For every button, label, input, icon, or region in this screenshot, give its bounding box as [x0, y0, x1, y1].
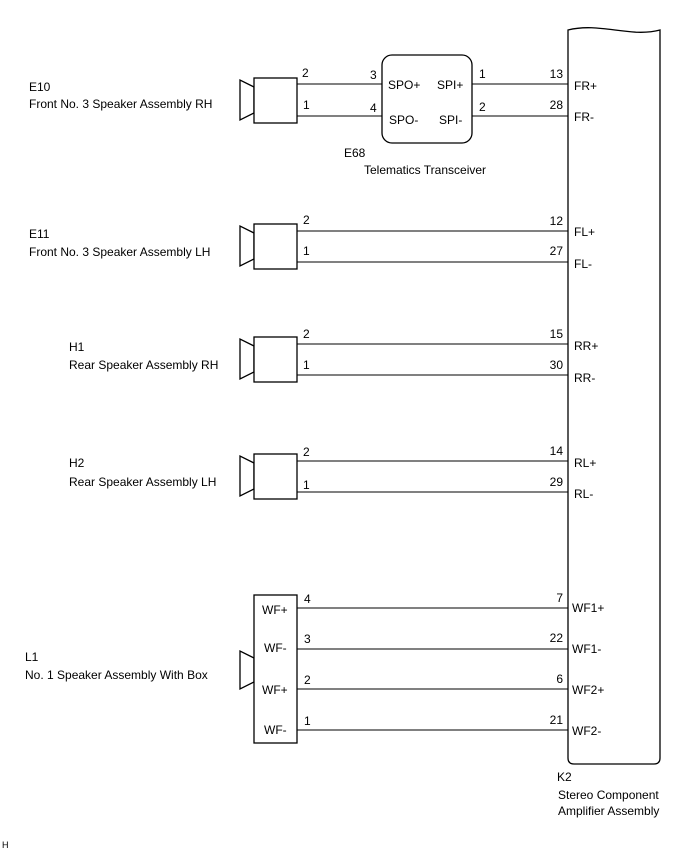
transceiver-in-signal: SPO+ [388, 78, 420, 92]
transceiver-out-pin: 1 [479, 67, 486, 81]
speaker-body [253, 336, 298, 383]
speaker-code: H1 [69, 340, 85, 354]
subwoofer-signal: WF- [264, 723, 287, 737]
amplifier-pins: 13 FR+ 28 FR- 12 FL+ 27 FL- 15 RR+ 30 RR… [550, 67, 605, 738]
speaker-cone-icon [239, 337, 255, 381]
amplifier-box [567, 27, 661, 765]
transceiver-in-signal: SPO- [389, 113, 418, 127]
subwoofer-pin: 2 [304, 673, 311, 687]
speaker-e11: E11 Front No. 3 Speaker Assembly LH 2 1 [29, 213, 310, 270]
speaker-code: E10 [29, 80, 51, 94]
amp-pin-signal: RR+ [574, 339, 598, 353]
footer-mark: H [2, 840, 9, 850]
amp-pin-number: 12 [550, 214, 564, 228]
speaker-body [253, 223, 298, 270]
amp-pin-number: 27 [550, 244, 564, 258]
amp-pin-signal: RR- [574, 371, 595, 385]
speaker-name: Front No. 3 Speaker Assembly LH [29, 245, 210, 259]
amp-pin-signal: WF1- [572, 642, 601, 656]
amp-pin-number: 30 [550, 358, 564, 372]
amp-pin-signal: WF1+ [572, 601, 604, 615]
subwoofer-l1: L1 No. 1 Speaker Assembly With Box WF+ 4… [25, 592, 311, 744]
speaker-cone-icon [239, 454, 255, 498]
amp-pin-signal: FL- [574, 257, 592, 271]
speaker-cone-icon [239, 649, 255, 691]
amplifier-name-line1: Stereo Component [558, 788, 659, 802]
telematics-transceiver: 3 SPO+ 4 SPO- SPI+ 1 SPI- 2 E68 Telemati… [344, 54, 486, 177]
amplifier-name-line2: Amplifier Assembly [558, 804, 659, 818]
speaker-cone-icon [239, 78, 255, 122]
transceiver-name: Telematics Transceiver [364, 163, 486, 177]
speaker-pin: 2 [303, 213, 310, 227]
subwoofer-signal: WF+ [262, 603, 288, 617]
transceiver-in-pin: 4 [370, 101, 377, 115]
amp-pin-number: 21 [550, 713, 564, 727]
speaker-name: Rear Speaker Assembly LH [69, 475, 216, 489]
speaker-name: Rear Speaker Assembly RH [69, 358, 218, 372]
transceiver-code: E68 [344, 146, 366, 160]
speaker-pin: 2 [303, 445, 310, 459]
transceiver-out-pin: 2 [479, 100, 486, 114]
subwoofer-pin: 3 [304, 632, 311, 646]
subwoofer-code: L1 [25, 650, 39, 664]
speaker-e10: E10 Front No. 3 Speaker Assembly RH 2 1 [29, 66, 310, 124]
speaker-pin: 1 [303, 478, 310, 492]
amp-pin-signal: FR+ [574, 79, 597, 93]
amp-pin-number: 7 [556, 591, 563, 605]
transceiver-out-signal: SPI+ [437, 78, 463, 92]
speaker-h2: H2 Rear Speaker Assembly LH 2 1 [69, 445, 310, 500]
amplifier-label: K2 Stereo Component Amplifier Assembly [557, 770, 659, 818]
amp-pin-signal: FL+ [574, 225, 595, 239]
transceiver-out-signal: SPI- [439, 113, 462, 127]
speaker-pin: 1 [303, 98, 310, 112]
amp-pin-number: 14 [550, 444, 564, 458]
subwoofer-signal: WF+ [262, 683, 288, 697]
amp-pin-signal: WF2- [572, 724, 601, 738]
speaker-pin: 2 [302, 66, 309, 80]
subwoofer-name: No. 1 Speaker Assembly With Box [25, 668, 208, 682]
speaker-body [253, 453, 298, 500]
transceiver-in-pin: 3 [370, 68, 377, 82]
subwoofer-pin: 1 [304, 714, 311, 728]
amp-pin-number: 22 [550, 631, 564, 645]
speaker-body [253, 77, 298, 124]
amp-pin-signal: WF2+ [572, 683, 604, 697]
amp-pin-signal: FR- [574, 110, 594, 124]
amp-pin-number: 15 [550, 327, 564, 341]
speaker-pin: 2 [303, 327, 310, 341]
amp-pin-number: 6 [556, 672, 563, 686]
amp-pin-signal: RL+ [574, 456, 596, 470]
amp-pin-number: 29 [550, 475, 564, 489]
speaker-pin: 1 [303, 244, 310, 258]
speaker-pin: 1 [303, 358, 310, 372]
subwoofer-signal: WF- [264, 641, 287, 655]
subwoofer-body [253, 594, 298, 744]
speaker-name: Front No. 3 Speaker Assembly RH [29, 97, 212, 111]
subwoofer-pin: 4 [304, 592, 311, 606]
amp-pin-signal: RL- [574, 487, 593, 501]
speaker-cone-icon [239, 224, 255, 268]
speaker-h1: H1 Rear Speaker Assembly RH 2 1 [69, 327, 310, 383]
amplifier-code: K2 [557, 770, 572, 784]
speaker-code: H2 [69, 456, 85, 470]
amp-pin-number: 13 [550, 67, 564, 81]
transceiver-box [381, 54, 473, 144]
amp-pin-number: 28 [550, 98, 564, 112]
speaker-code: E11 [29, 227, 50, 241]
